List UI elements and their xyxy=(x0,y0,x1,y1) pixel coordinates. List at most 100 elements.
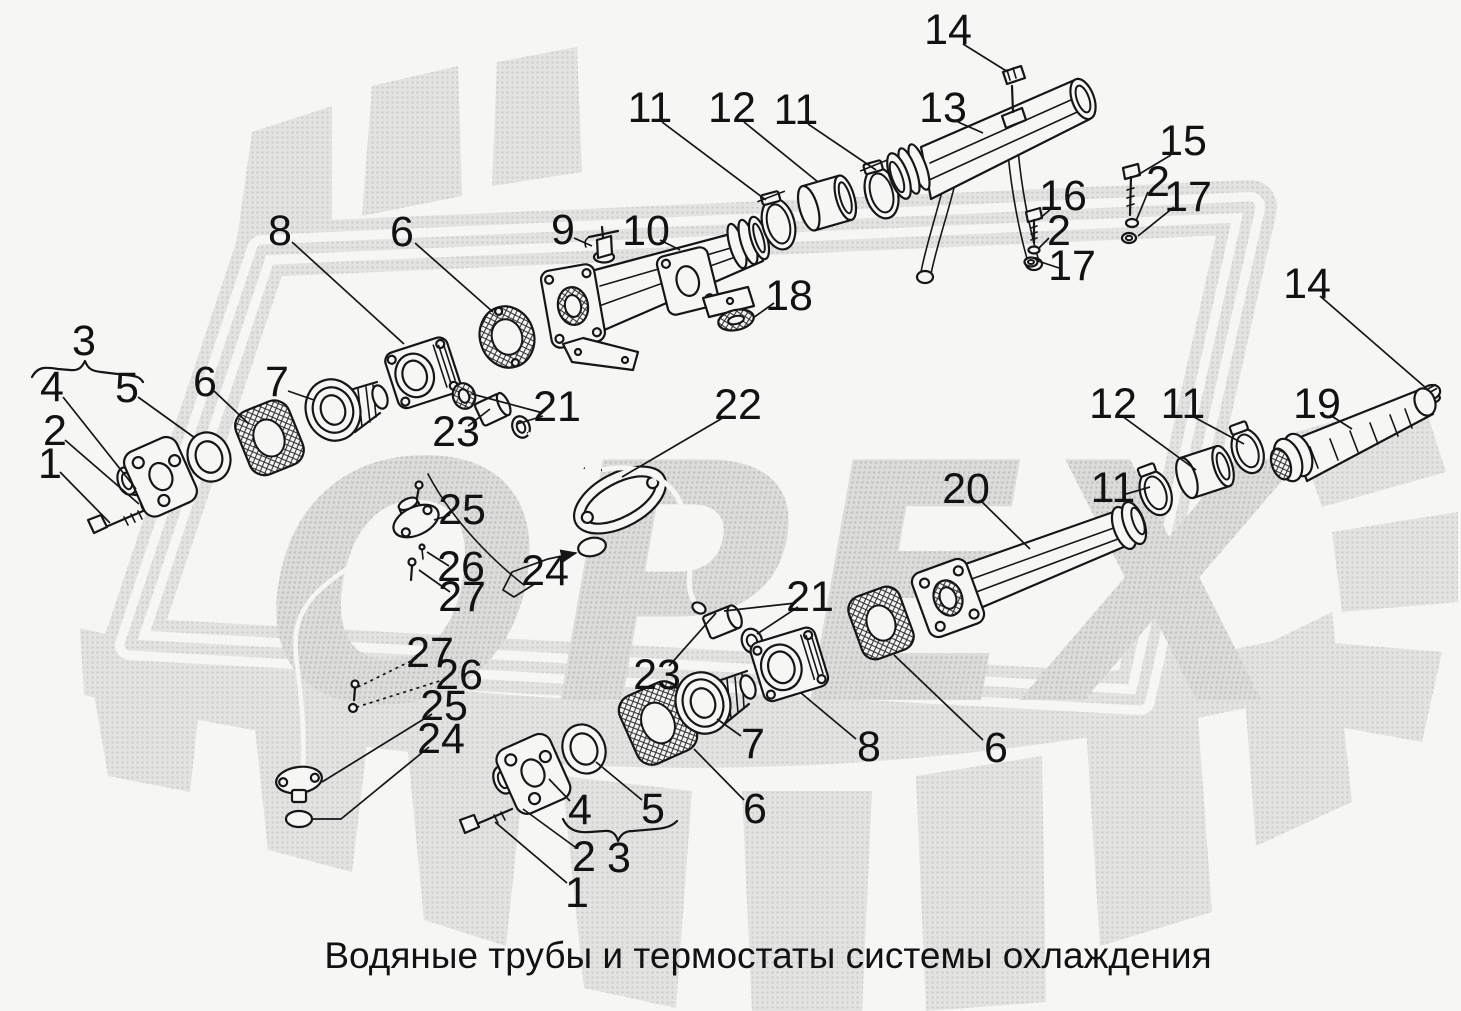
gear-teeth xyxy=(85,612,1352,1011)
part-hose-piece-23-lower xyxy=(702,604,743,640)
callout-3: 3 xyxy=(72,317,96,365)
leader-line-15 xyxy=(1135,154,1172,177)
leader-line-6 xyxy=(213,390,250,425)
leader-line-6 xyxy=(693,748,745,801)
callout-27: 27 xyxy=(406,629,454,677)
callout-24: 24 xyxy=(521,547,569,595)
leader-line-23 xyxy=(668,612,717,667)
callout-6: 6 xyxy=(390,208,414,256)
part-gasket-6-right xyxy=(847,585,915,661)
leader-line-2 xyxy=(1038,237,1050,249)
leader-line-2 xyxy=(1135,191,1149,222)
part-water-pipe-13 xyxy=(886,64,1097,285)
callout-3: 3 xyxy=(607,834,631,882)
callout-25: 25 xyxy=(420,682,468,730)
gear-rim xyxy=(80,628,1282,768)
leader-line-1 xyxy=(59,471,111,524)
callout-8: 8 xyxy=(268,207,292,255)
callout-2: 2 xyxy=(43,407,67,455)
part-o-ring-24-middle xyxy=(577,536,607,558)
leader-line-10 xyxy=(659,239,681,251)
leader-line-13 xyxy=(957,121,984,134)
callout-21: 21 xyxy=(533,383,581,431)
leader-line-21 xyxy=(756,606,799,635)
part-thermostat-7-left xyxy=(304,378,389,442)
callout-23: 23 xyxy=(432,408,480,456)
callout-7: 7 xyxy=(741,720,765,768)
part-thermostat-housing-8-lower xyxy=(749,626,830,703)
part-bolt-1-lower xyxy=(458,807,514,835)
part-screw-27-upper xyxy=(407,557,417,582)
watermark-text: ОРЕХ xyxy=(228,394,1330,778)
leader-line-11 xyxy=(661,121,767,201)
callout-22: 22 xyxy=(714,381,762,429)
leader-line-7 xyxy=(287,390,315,401)
callout-24: 24 xyxy=(417,715,465,763)
part-seal-ring-5-left xyxy=(186,431,232,483)
part-outlet-flange-4-left xyxy=(116,435,198,518)
part-seal-ring-5-lower xyxy=(561,723,607,775)
leader-line-22 xyxy=(621,415,727,478)
leader-line-4 xyxy=(62,396,137,490)
leader-line-11 xyxy=(1125,486,1151,495)
part-water-pipe-10 xyxy=(539,215,771,372)
callout-1: 1 xyxy=(565,869,589,917)
watermark: ОРЕХ xyxy=(80,47,1458,1011)
leader-line-14 xyxy=(1319,295,1427,389)
part-screw-26-upper xyxy=(418,543,426,560)
callout-18: 18 xyxy=(765,272,813,320)
leader-line-4 xyxy=(548,778,571,802)
leader-line-2 xyxy=(522,808,576,848)
part-o-ring-24-lower xyxy=(284,809,314,829)
diagram-caption: Водяные трубы и термостаты системы охлаж… xyxy=(324,935,1211,976)
gear-teeth-top xyxy=(236,47,582,246)
part-drain-valve-9 xyxy=(584,225,620,264)
leader-line-9 xyxy=(573,237,593,247)
leader-line-26 xyxy=(356,678,447,708)
part-pipe-clip-25-upper xyxy=(392,496,440,539)
callout-9: 9 xyxy=(551,206,575,254)
callout-4: 4 xyxy=(40,363,64,411)
leader-line-8 xyxy=(291,241,405,345)
brace-3-upper xyxy=(30,359,145,384)
part-water-pipe-20 xyxy=(910,500,1148,639)
leader-line-17 xyxy=(1137,206,1175,237)
callout-16: 16 xyxy=(1039,172,1087,220)
callout-2: 2 xyxy=(1146,158,1170,206)
part-gasket-18 xyxy=(717,308,755,332)
part-clamp-11-a xyxy=(757,190,797,251)
part-ring-26-lower xyxy=(347,702,359,714)
leader-line-21 xyxy=(516,415,544,425)
callout-14: 14 xyxy=(1283,260,1331,308)
callout-5: 5 xyxy=(115,364,139,412)
callout-4: 4 xyxy=(568,786,592,834)
leader-line-2 xyxy=(64,439,140,505)
leader-line-14 xyxy=(962,43,1009,73)
part-gasket-6-left xyxy=(234,399,305,477)
leader-line-6 xyxy=(893,654,984,741)
part-round-gasket-6-upper xyxy=(478,305,536,369)
part-union-nut-21-upper xyxy=(451,382,477,410)
callout-23: 23 xyxy=(633,651,681,699)
parts-artwork xyxy=(30,64,1442,843)
callout-17: 17 xyxy=(1164,173,1212,221)
part-bolt-1-left xyxy=(86,509,145,535)
callout-1: 1 xyxy=(38,440,62,488)
callout-13: 13 xyxy=(919,84,967,132)
leader-line-27 xyxy=(418,569,451,593)
callout-20: 20 xyxy=(942,465,990,513)
leader-line-21 xyxy=(471,393,544,414)
callout-27: 27 xyxy=(438,573,486,621)
part-water-pipe-19 xyxy=(1269,387,1437,483)
callout-8: 8 xyxy=(857,723,881,771)
callout-11: 11 xyxy=(1161,380,1206,428)
part-bypass-tube-elbow-22 xyxy=(526,431,707,615)
callout-2: 2 xyxy=(1047,207,1071,255)
callout-26: 26 xyxy=(435,651,483,699)
leader-line-25 xyxy=(433,514,451,521)
leader-line-18 xyxy=(752,302,775,319)
part-thermostat-housing-8-left xyxy=(384,336,462,410)
